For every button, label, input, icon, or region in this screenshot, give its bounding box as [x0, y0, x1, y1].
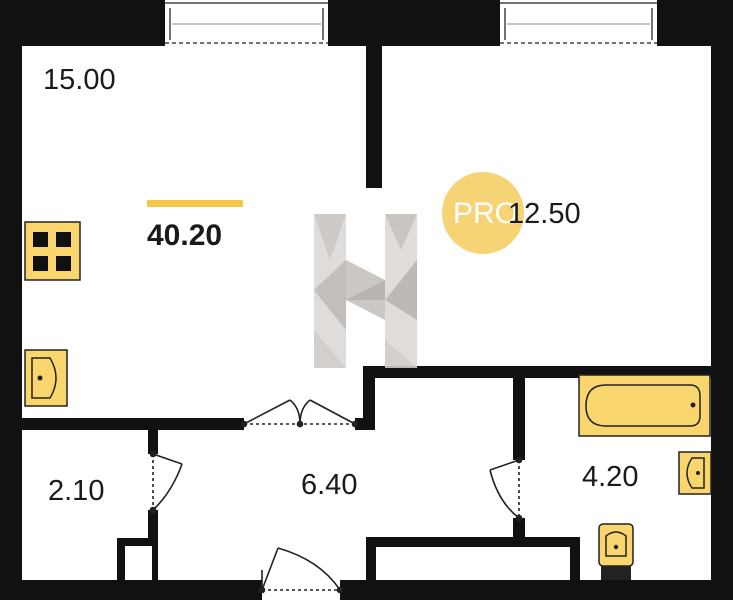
room-area-bedroom: 12.50 [508, 198, 581, 230]
wall-living-bottom-left [22, 418, 244, 430]
wall-right [711, 0, 733, 600]
total-area-accent-bar [147, 200, 243, 207]
room-area-storage: 2.10 [48, 475, 105, 507]
window-left [165, 0, 328, 46]
room-area-hallway: 6.40 [301, 469, 358, 501]
door-storage [149, 450, 183, 514]
window-right [500, 0, 657, 46]
room-area-kitchen-living: 15.00 [43, 64, 116, 96]
bathtub-icon [578, 374, 711, 437]
pro-badge-text: PRO [453, 197, 519, 230]
cooktop-icon [24, 221, 81, 281]
pro-badge [442, 172, 524, 254]
wall-step-vertical [363, 366, 375, 430]
washbasin-icon [678, 451, 712, 495]
wall-bathroom-left-upper [513, 378, 525, 460]
wall-top-left [0, 0, 165, 46]
wall-storage-shelf-inner [125, 546, 152, 580]
watermark-logo [314, 214, 417, 368]
wall-bottom-left [0, 580, 262, 600]
wall-storage-right-lower [148, 510, 158, 580]
door-living-room [240, 399, 359, 428]
total-area: 40.20 [147, 219, 223, 252]
wall-bottom-right [340, 580, 733, 600]
wall-partition-upper [366, 46, 382, 188]
toilet-icon [598, 523, 634, 580]
room-area-bathroom: 4.20 [582, 461, 639, 493]
wall-top-middle [328, 0, 500, 46]
door-entrance [258, 547, 344, 594]
wall-storage-right-upper [148, 430, 158, 454]
sink-icon [24, 349, 68, 407]
door-bathroom [489, 456, 523, 522]
closet-interior [376, 547, 570, 580]
wall-left [0, 0, 22, 600]
